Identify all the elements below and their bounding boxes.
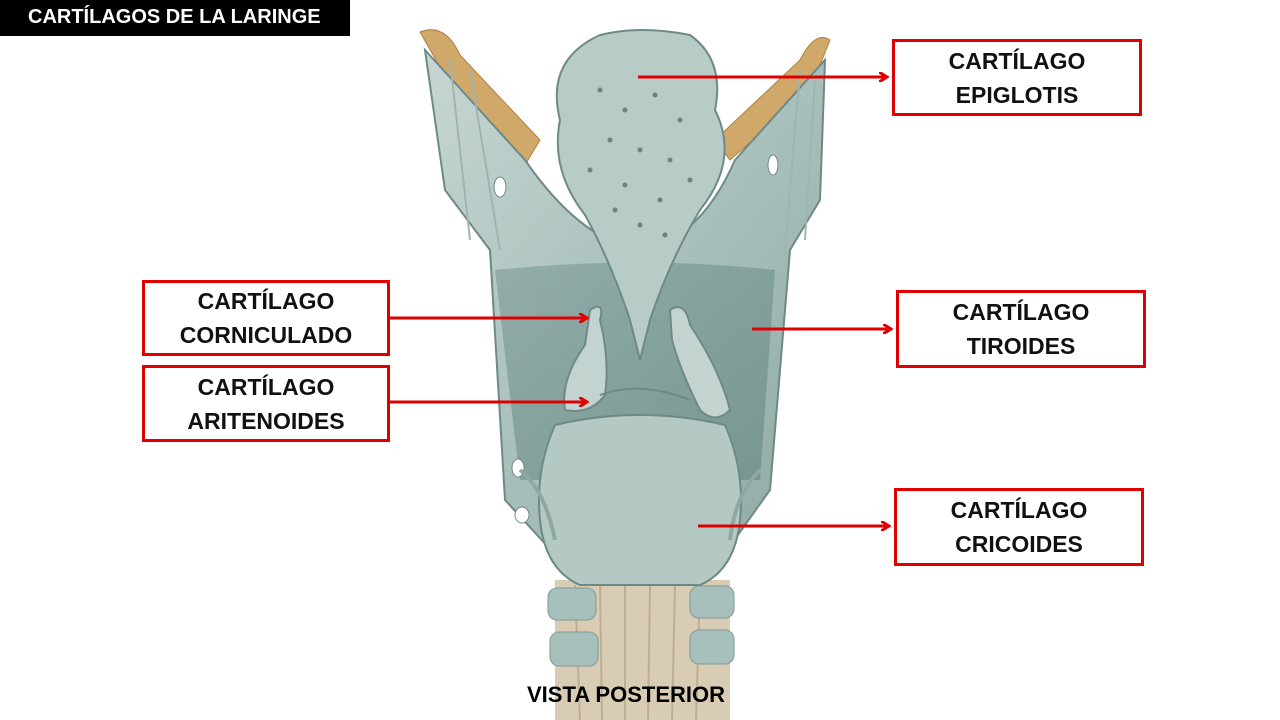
label-aritenoides-line2: ARITENOIDES <box>187 407 345 434</box>
label-cricoides-line1: CARTÍLAGO <box>950 497 1088 523</box>
label-tiroides-line1: CARTÍLAGO <box>952 299 1090 325</box>
label-epiglotis: CARTÍLAGO EPIGLOTIS <box>892 39 1142 116</box>
arytenoid-shapes <box>563 305 732 419</box>
label-tiroides-line2: TIROIDES <box>966 333 1076 359</box>
title-bar: CARTÍLAGOS DE LA LARINGE <box>0 0 350 36</box>
label-epiglotis-line1: CARTÍLAGO <box>948 47 1086 74</box>
pointer-arrows <box>390 77 890 526</box>
cricoid-shape <box>518 414 762 586</box>
epiglottis-shape <box>555 29 726 361</box>
trachea <box>547 580 735 720</box>
label-corniculado-line1: CARTÍLAGO <box>197 288 335 314</box>
label-cricoides: CARTÍLAGO CRICOIDES <box>894 488 1144 566</box>
label-corniculado-line2: CORNICULADO <box>179 322 353 348</box>
label-tiroides: CARTÍLAGO TIROIDES <box>896 290 1146 368</box>
caption-vista: VISTA POSTERIOR <box>526 682 726 707</box>
label-epiglotis-line2: EPIGLOTIS <box>955 81 1079 108</box>
label-corniculado: CARTÍLAGO CORNICULADO <box>142 280 390 356</box>
label-aritenoides: CARTÍLAGO ARITENOIDES <box>142 365 390 442</box>
slide-title: CARTÍLAGOS DE LA LARINGE <box>28 6 321 28</box>
label-cricoides-line2: CRICOIDES <box>955 531 1083 557</box>
label-aritenoides-line1: CARTÍLAGO <box>197 373 335 400</box>
